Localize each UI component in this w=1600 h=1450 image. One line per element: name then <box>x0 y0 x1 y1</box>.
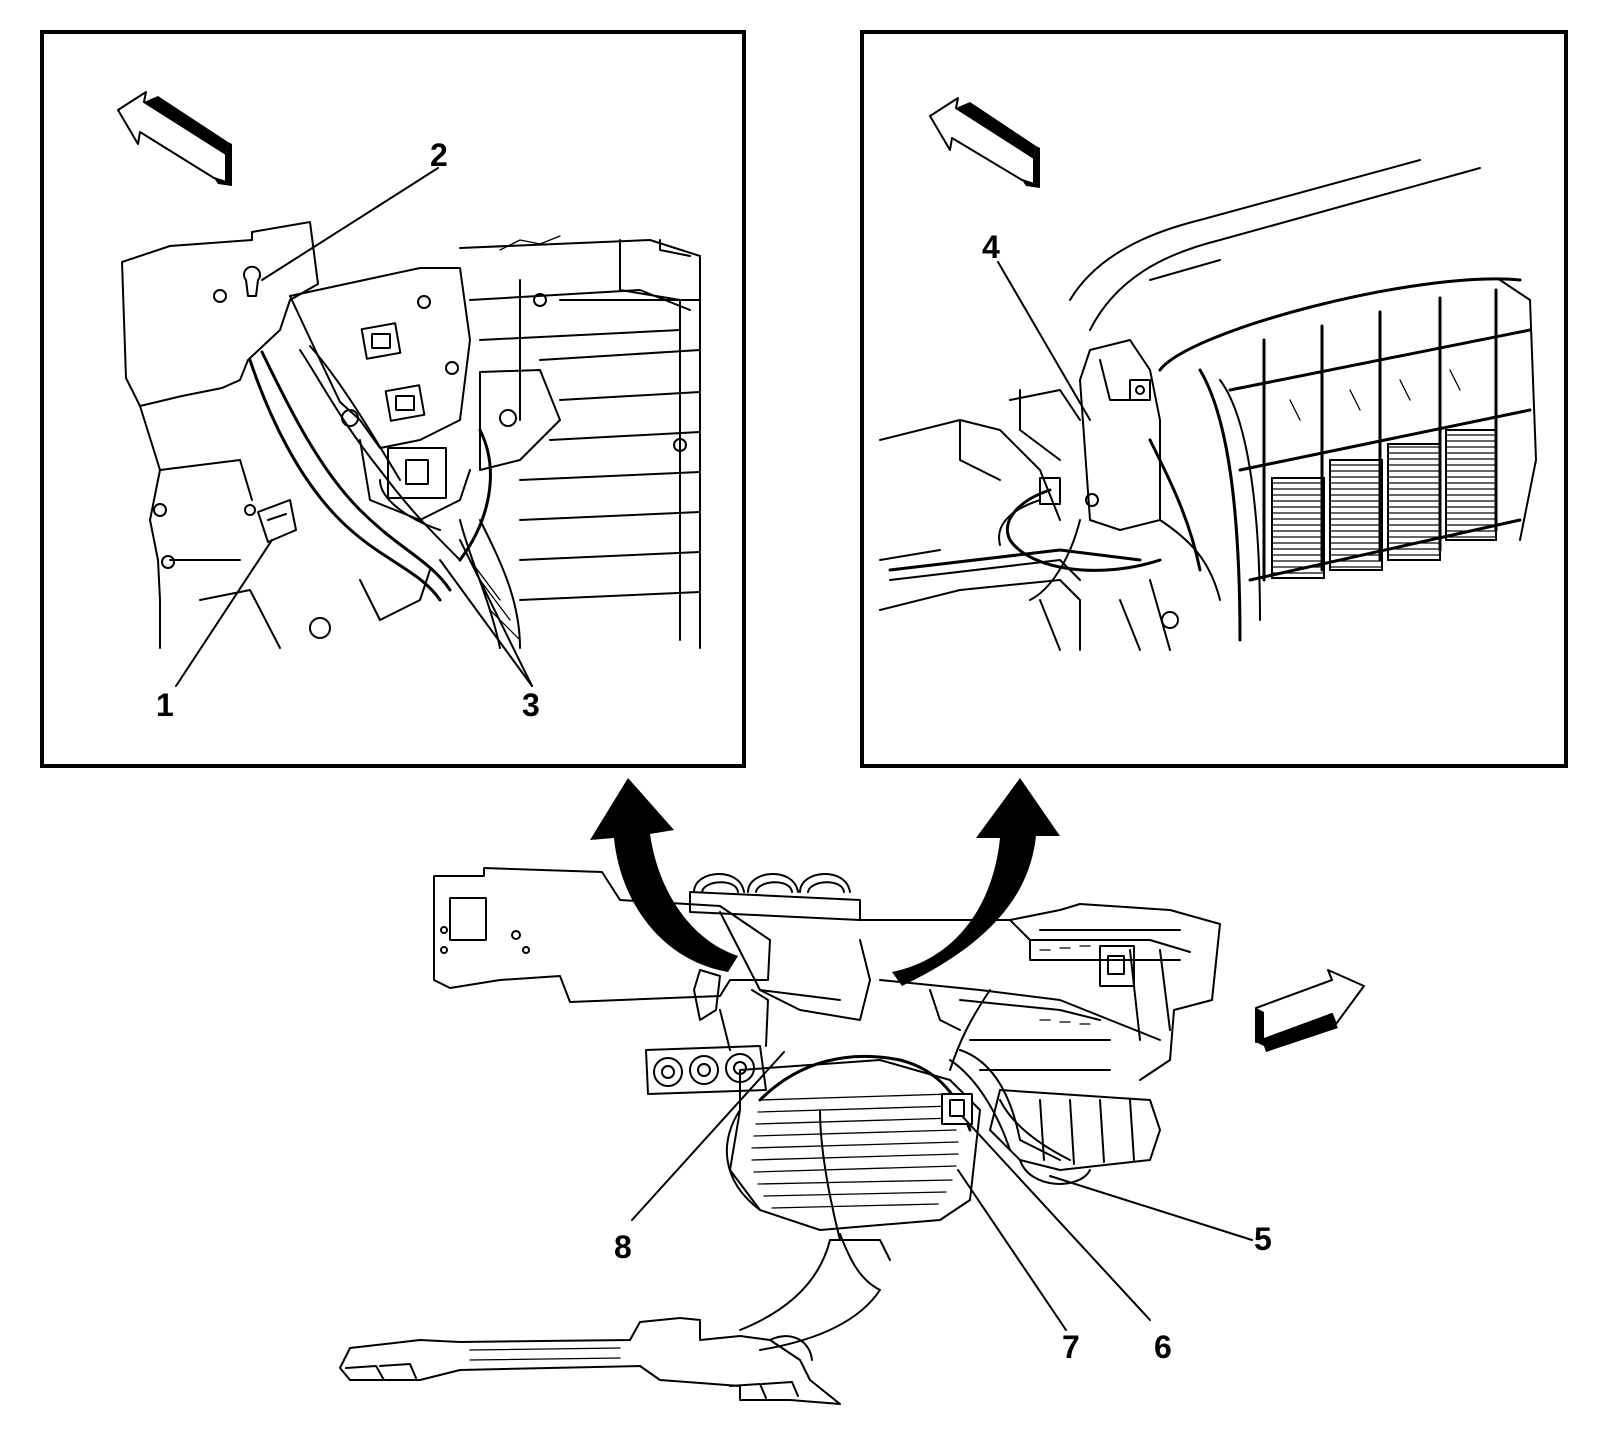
callout-2: 2 <box>430 137 448 173</box>
upper-housing <box>859 903 1221 1081</box>
leader-7 <box>957 1169 1067 1331</box>
wiring-harness-main <box>758 989 1071 1241</box>
curved-arrow-icon <box>892 778 1060 986</box>
leader-5 <box>1049 1175 1253 1241</box>
detail-panel-left: 2 1 3 <box>40 30 746 768</box>
callout-7: 7 <box>1062 1329 1080 1365</box>
evaporator-case <box>725 1059 981 1231</box>
leader-1 <box>175 539 273 687</box>
detail-frame-left <box>40 30 746 768</box>
wiring-harness-right <box>888 438 1221 601</box>
callout-5: 5 <box>1254 1221 1272 1257</box>
leader-3b <box>439 559 533 687</box>
callout-8: 8 <box>614 1229 632 1265</box>
callout-1: 1 <box>156 687 174 723</box>
floor-duct <box>339 1233 891 1405</box>
hvac-module-assembly: 8 7 6 5 <box>339 867 1365 1405</box>
leader-6 <box>961 1115 1151 1321</box>
leader-8 <box>631 1051 785 1221</box>
actuator-6 <box>941 1093 973 1125</box>
leader-2 <box>261 167 439 281</box>
bracket-plate <box>121 221 331 649</box>
blower-motor-housing <box>989 1089 1161 1185</box>
callout-3: 3 <box>522 687 540 723</box>
curved-arrow-icon <box>590 778 738 972</box>
evaporator-core <box>1069 159 1537 642</box>
housing-right-detail <box>879 389 1179 651</box>
defroster-duct <box>689 873 871 1021</box>
hvac-housing-left-detail <box>459 235 701 649</box>
mode-actuator-cluster <box>645 969 769 1095</box>
forward-arrow-icon <box>1255 969 1365 1052</box>
forward-arrow-icon <box>117 91 232 186</box>
forward-arrow-icon <box>929 97 1040 188</box>
leader-4 <box>997 261 1091 421</box>
connector-1 <box>257 499 297 543</box>
actuator-plate <box>289 267 517 521</box>
callout-6: 6 <box>1154 1329 1172 1365</box>
wiring-harness-left <box>248 345 492 621</box>
detail-panel-right: 4 <box>860 30 1568 768</box>
dash-bracket <box>433 867 771 1003</box>
callout-4: 4 <box>982 229 1000 265</box>
actuator-bracket-right <box>1029 339 1161 601</box>
leader-3 <box>459 539 533 687</box>
